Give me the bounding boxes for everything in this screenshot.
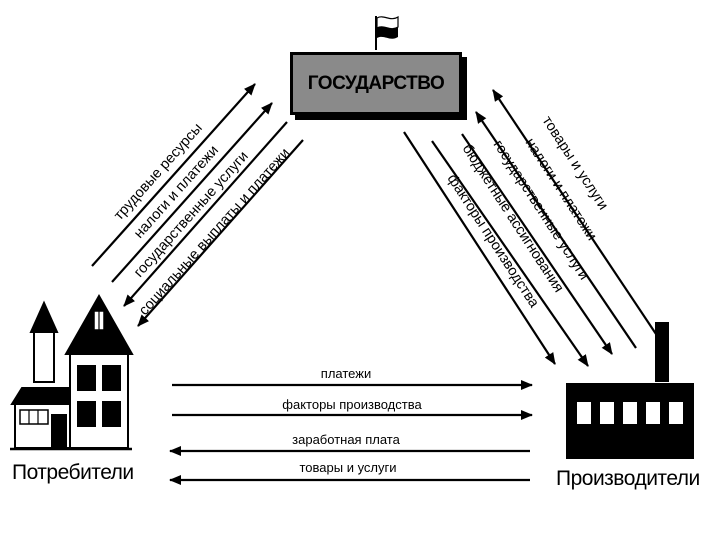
government-label: ГОСУДАРСТВО	[307, 72, 445, 94]
left-flow-arrows	[91, 83, 304, 327]
arrow-labor-resources	[91, 83, 256, 267]
right-flow-labels: товары и услуги налоги и платежи государ…	[444, 113, 611, 311]
arrow-production-factors-right	[403, 131, 556, 365]
label-payments: платежи	[321, 366, 371, 381]
bottom-flow-labels: платежи факторы производства заработная …	[282, 366, 422, 475]
arrow-goods-services-right	[492, 89, 657, 335]
producers-label: Производители	[556, 467, 700, 490]
arrow-social-payments	[137, 139, 304, 327]
arrow-taxes-payments-right	[475, 111, 637, 349]
bottom-flow-arrows	[169, 380, 533, 485]
arrow-budget-allocations	[431, 140, 589, 367]
label-production-factors-bottom: факторы производства	[282, 397, 422, 412]
right-flow-arrows	[403, 89, 657, 367]
arrow-state-services-right	[461, 133, 613, 355]
arrow-state-services-left	[123, 121, 288, 307]
arrow-taxes-payments-left	[111, 102, 273, 283]
flag-icon	[375, 15, 399, 50]
factory-icon	[566, 322, 694, 459]
house-icon	[10, 293, 134, 451]
consumers-label: Потребители	[12, 461, 134, 484]
label-goods-services-bottom: товары и услуги	[299, 460, 396, 475]
government-box: ГОСУДАРСТВО	[290, 52, 462, 115]
label-wages: заработная плата	[292, 432, 400, 447]
